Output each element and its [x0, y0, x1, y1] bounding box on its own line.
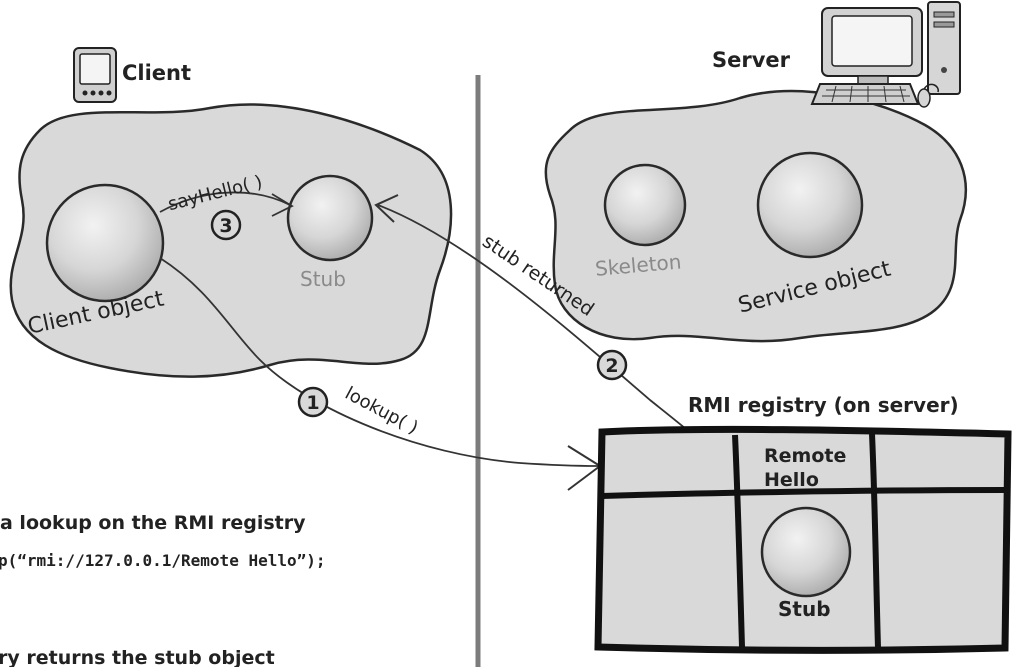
note-2-heading: ry returns the stub object — [0, 647, 275, 667]
server-title: Server — [712, 48, 791, 72]
service-object-sphere — [756, 151, 864, 259]
registry-title: RMI registry (on server) — [688, 393, 959, 417]
client-stub-sphere — [286, 174, 374, 262]
client-title: Client — [122, 61, 191, 85]
registry-entry-line1: Remote — [764, 445, 846, 467]
step-1-number: 1 — [306, 392, 319, 414]
server-area — [544, 89, 968, 343]
skeleton-sphere — [603, 163, 687, 247]
registry-stub-sphere — [760, 506, 852, 598]
step-2-badge: 2 — [596, 349, 628, 381]
step-3-badge: 3 — [210, 209, 242, 241]
registry-entry-line2: Hello — [764, 469, 819, 491]
note-1-code: p(“rmi://127.0.0.1/Remote Hello”); — [0, 551, 326, 570]
pda-icon — [73, 47, 117, 103]
client-stub-label: Stub — [300, 267, 346, 291]
say-hello-arrow — [159, 191, 291, 213]
client-object-sphere — [45, 183, 165, 303]
note-1-heading: a lookup on the RMI registry — [0, 512, 306, 534]
step-3-number: 3 — [219, 215, 232, 237]
lookup-arrow — [159, 257, 599, 467]
registry-stub-label: Stub — [778, 597, 831, 621]
step-2-number: 2 — [605, 355, 618, 377]
desktop-computer-icon — [810, 1, 961, 108]
step-1-badge: 1 — [297, 386, 329, 418]
client-area — [9, 103, 453, 378]
